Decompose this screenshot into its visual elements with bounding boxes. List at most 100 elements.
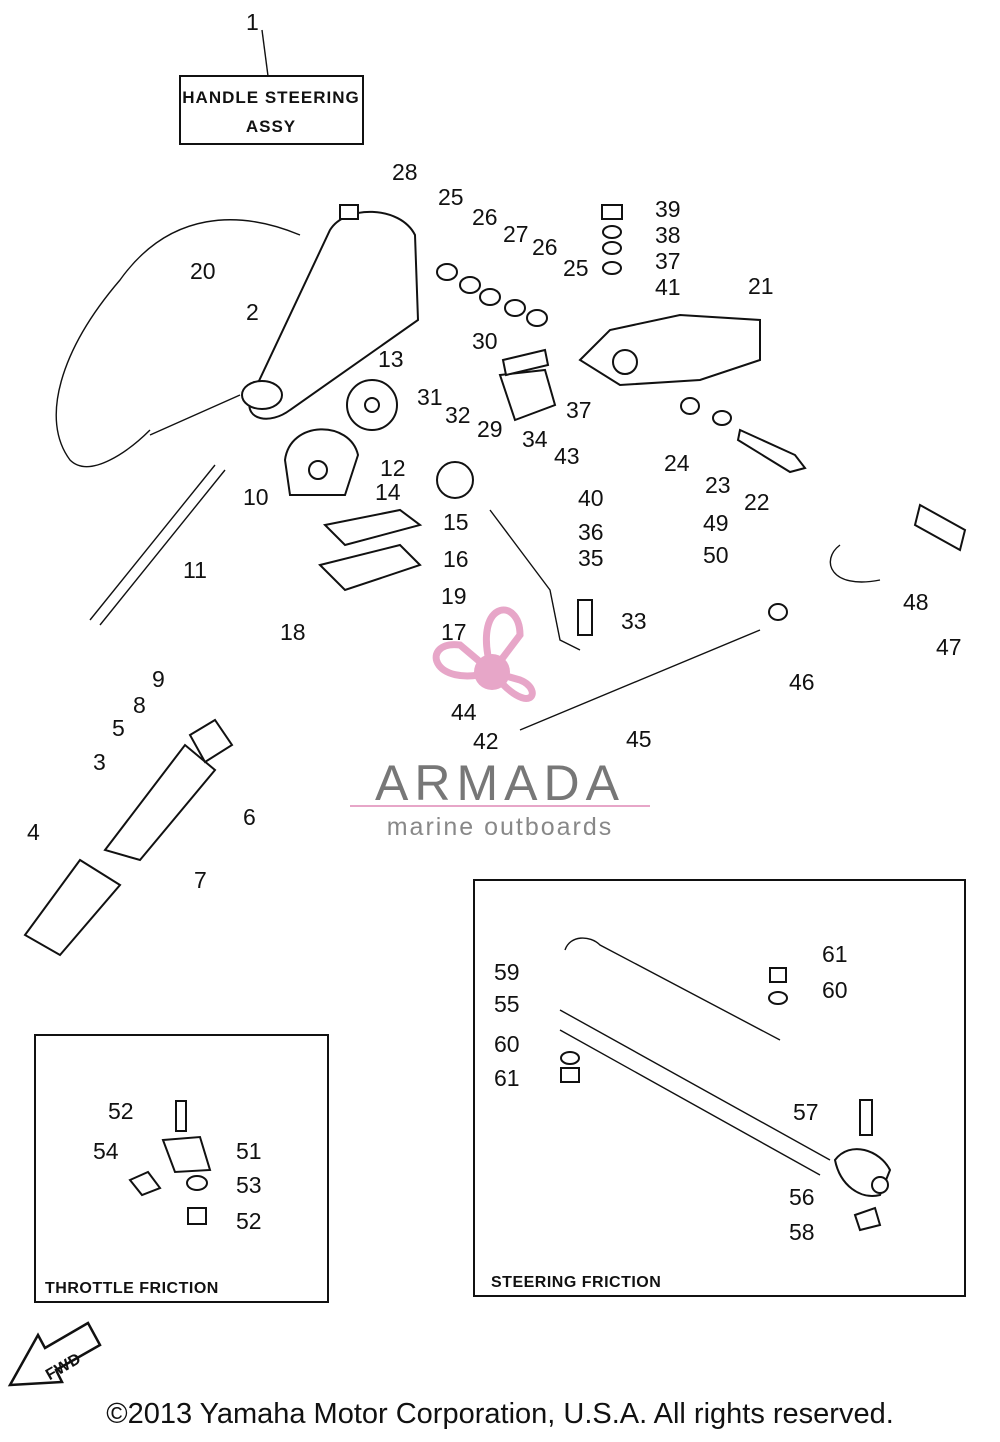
washer-26a <box>459 276 481 294</box>
callout-42: 42 <box>473 728 499 754</box>
callout-12: 12 <box>380 455 406 481</box>
callout-45: 45 <box>626 726 652 752</box>
callouts: 1 28 25 26 27 26 25 39 38 37 41 21 20 2 … <box>27 9 962 1245</box>
fwd-arrow: FWD <box>7 1321 102 1387</box>
callout-11: 11 <box>183 557 207 583</box>
wing-54 <box>128 1170 162 1197</box>
throttle-friction-label: THROTTLE FRICTION <box>45 1280 219 1297</box>
washer-25b <box>526 309 548 327</box>
pin-33 <box>577 599 593 636</box>
callout-23: 23 <box>705 472 731 498</box>
washer-60a <box>768 991 788 1005</box>
callout-37: 37 <box>566 397 592 423</box>
washer-23 <box>712 410 732 426</box>
throttle-shaft <box>89 464 216 621</box>
callout-55: 55 <box>494 991 520 1017</box>
callout-61: 61 <box>822 941 848 967</box>
callout-33: 33 <box>621 608 647 634</box>
callout-5: 5 <box>112 715 125 741</box>
callout-7: 7 <box>194 867 207 893</box>
bolt-52-bottom <box>187 1207 207 1225</box>
knob-34 <box>436 461 474 499</box>
bracket-51 <box>161 1135 212 1174</box>
callout-29: 29 <box>477 416 503 442</box>
callout-54: 54 <box>93 1138 119 1164</box>
grip-4 <box>23 858 122 957</box>
callout-46: 46 <box>789 669 815 695</box>
bolt-22 <box>736 428 807 474</box>
wing-58 <box>853 1206 882 1232</box>
callout-15: 15 <box>443 509 469 535</box>
cover-hub <box>308 460 328 480</box>
rod-55 <box>559 1009 831 1161</box>
callout-59: 59 <box>494 959 520 985</box>
title-line-2: ASSY <box>246 117 296 136</box>
callout-30: 30 <box>472 328 498 354</box>
throttle-cable <box>55 219 301 468</box>
bolt-52-top <box>175 1100 187 1132</box>
callout-41: 41 <box>655 274 681 300</box>
callout-8: 8 <box>133 692 146 718</box>
callout-27: 27 <box>503 221 529 247</box>
callout-22: 22 <box>744 489 770 515</box>
callout-43: 43 <box>554 443 580 469</box>
nut-61b <box>560 1067 580 1083</box>
washer-37 <box>602 241 622 255</box>
callout-50: 50 <box>703 542 729 568</box>
callout-39: 39 <box>655 196 681 222</box>
callout-61: 61 <box>494 1065 520 1091</box>
callout-44: 44 <box>451 699 477 725</box>
washer-41 <box>602 261 622 275</box>
bolt-57 <box>859 1099 873 1136</box>
armada-watermark: ARMADA marine outboards <box>350 606 650 841</box>
callout-3: 3 <box>93 749 106 775</box>
throttle-shaft-edge <box>99 469 226 626</box>
brand-name: ARMADA <box>375 755 625 811</box>
callout-60: 60 <box>494 1031 520 1057</box>
plate-15 <box>322 508 423 547</box>
callout-35: 35 <box>578 545 604 571</box>
callout-6: 6 <box>243 804 256 830</box>
propeller-logo <box>432 606 536 702</box>
washer-25a <box>436 263 458 281</box>
rod-59 <box>564 937 781 1041</box>
throttle-friction-panel: THROTTLE FRICTION <box>34 1034 329 1303</box>
nut-28 <box>339 204 359 220</box>
callout-2: 2 <box>246 299 259 325</box>
nut-61a <box>769 967 787 983</box>
lever-rod <box>489 509 581 651</box>
callout-26: 26 <box>472 204 498 230</box>
callout-36: 36 <box>578 519 604 545</box>
grip-sleeve-3 <box>103 743 217 862</box>
bracket-hole <box>612 349 638 375</box>
callout-34: 34 <box>522 426 548 452</box>
callout-57: 57 <box>793 1099 819 1125</box>
title-line-1: HANDLE STEERING <box>182 88 359 107</box>
callout-56: 56 <box>789 1184 815 1210</box>
block-hole <box>871 1176 889 1194</box>
steering-friction-label: STEERING FRICTION <box>491 1274 661 1291</box>
handle-end <box>241 380 283 410</box>
callout-20: 20 <box>190 258 216 284</box>
copyright-notice: ©2013 Yamaha Motor Corporation, U.S.A. A… <box>106 1398 894 1430</box>
callout-17: 17 <box>441 619 467 645</box>
washer-38 <box>602 225 622 239</box>
callout-19: 19 <box>441 583 467 609</box>
callout-52: 52 <box>236 1208 262 1234</box>
callout-13: 13 <box>378 346 404 372</box>
callout-24: 24 <box>664 450 690 476</box>
callout-48: 48 <box>903 589 929 615</box>
callout-31: 31 <box>417 384 443 410</box>
callout-28: 28 <box>392 159 418 185</box>
callout-4: 4 <box>27 819 40 845</box>
parts-drawing <box>23 204 967 957</box>
gear-hub <box>364 397 380 413</box>
plate-16 <box>318 543 422 592</box>
title-box: HANDLE STEERING ASSY <box>179 29 364 145</box>
callout-52: 52 <box>108 1098 134 1124</box>
brand-tagline: marine outboards <box>387 813 614 841</box>
callout-25: 25 <box>563 255 589 281</box>
callout-47: 47 <box>936 634 962 660</box>
callout-16: 16 <box>443 546 469 572</box>
propeller-hub <box>474 654 510 690</box>
